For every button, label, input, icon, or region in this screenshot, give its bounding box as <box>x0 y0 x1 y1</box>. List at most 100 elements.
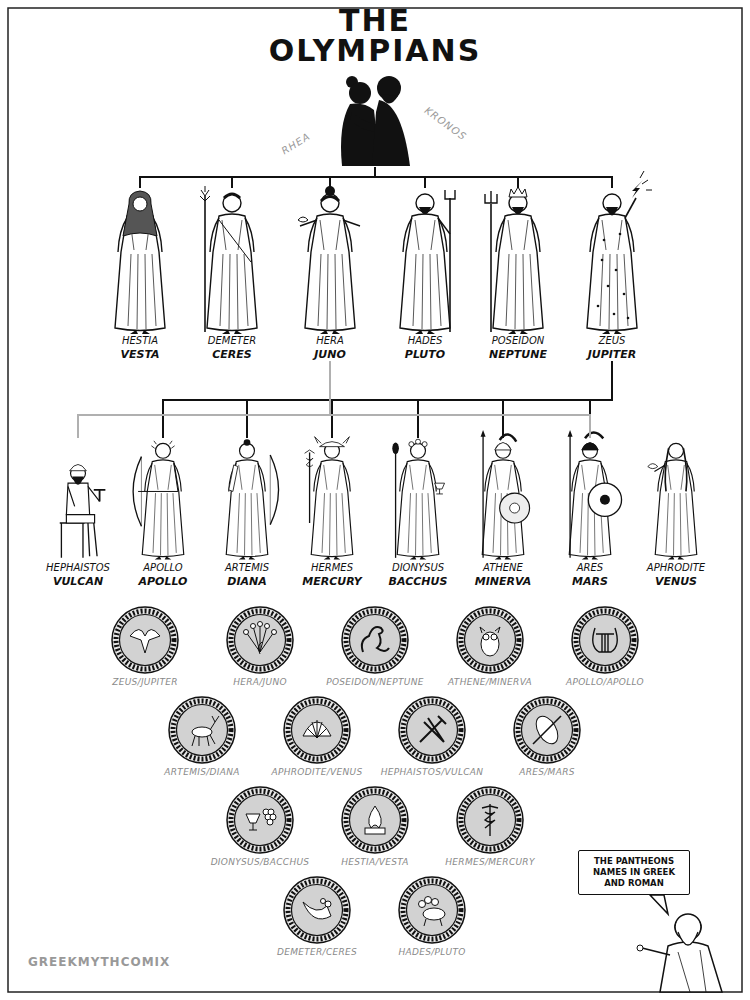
figure-space <box>473 188 563 335</box>
symbol-coin: HESTIA/VESTA <box>318 787 432 867</box>
figure-space <box>88 607 202 677</box>
figure-space <box>318 787 432 857</box>
family-line <box>78 361 330 438</box>
god-figure: HERMESMERCURY <box>290 438 374 588</box>
hera-figure <box>298 186 360 334</box>
figure-space <box>121 438 205 562</box>
god-name: MINERVA <box>461 575 545 589</box>
family-line <box>330 361 590 438</box>
family-line <box>418 361 612 438</box>
symbol-coin: HERMES/MERCURY <box>433 787 547 867</box>
symbol-coin: HEPHAISTOS/VULCAN <box>375 697 489 777</box>
demeter-figure <box>200 186 257 334</box>
coin-poseidon <box>342 607 408 673</box>
god-name: VENUS <box>634 575 718 589</box>
symbol-coin: DIONYSUS/BACCHUS <box>203 787 317 867</box>
figure-space <box>36 438 120 562</box>
hades-figure <box>400 190 455 334</box>
god-name: MARS <box>548 575 632 589</box>
symbol-coin: ARES/MARS <box>490 697 604 777</box>
symbol-coin: POSEIDON/NEPTUNE <box>318 607 432 687</box>
symbol-coin: APHRODITE/VENUS <box>260 697 374 777</box>
god-figure: HEPHAISTOSVULCAN <box>36 438 120 588</box>
coin-demeter <box>284 877 350 943</box>
figure-space <box>433 787 547 857</box>
figure-space <box>567 188 657 335</box>
family-line <box>232 167 375 188</box>
figure-space <box>634 438 718 562</box>
symbol-coin: DEMETER/CERES <box>260 877 374 957</box>
parent-pair: RHEA KRONOS <box>280 72 470 167</box>
title: THE OLYMPIANS <box>245 6 505 66</box>
figure-space <box>285 188 375 335</box>
god-name: ARES <box>548 562 632 575</box>
coin-hestia <box>342 787 408 853</box>
athene-figure <box>481 430 530 559</box>
coin-hephaistos <box>399 697 465 763</box>
god-name: HEPHAISTOS <box>36 562 120 575</box>
parent-name: KRONOS <box>422 105 468 143</box>
symbol-coin: HERA/JUNO <box>203 607 317 687</box>
speech-text: THE PANTHEONS NAMES IN GREEK AND ROMAN <box>584 856 684 889</box>
figure-space <box>205 438 289 562</box>
god-name: NEPTUNE <box>473 348 563 362</box>
ares-figure <box>568 430 622 559</box>
coin-label: HEPHAISTOS/VULCAN <box>375 767 489 777</box>
symbol-coin: ATHENE/MINERVA <box>433 607 547 687</box>
watermark: GREEKMYTHCOMIX <box>28 955 170 969</box>
family-line <box>375 167 612 188</box>
god-name: DEMETER <box>187 335 277 348</box>
god-figure: ATHENEMINERVA <box>461 438 545 588</box>
god-figure: HADESPLUTO <box>380 188 470 361</box>
god-name: DIANA <box>205 575 289 589</box>
frame <box>8 8 742 992</box>
apollo-figure <box>133 441 184 560</box>
coin-label: HERMES/MERCURY <box>433 857 547 867</box>
coin-label: HADES/PLUTO <box>375 947 489 957</box>
god-name: ZEUS <box>567 335 657 348</box>
poseidon-figure <box>485 187 543 334</box>
family-line <box>247 361 612 438</box>
dionysus-figure <box>392 439 444 559</box>
family-line <box>140 167 375 188</box>
coin-hermes <box>457 787 523 853</box>
coin-label: HESTIA/VESTA <box>318 857 432 867</box>
coin-ares <box>514 697 580 763</box>
god-name: PLUTO <box>380 348 470 362</box>
coin-dionysus <box>227 787 293 853</box>
god-figure: ARTEMISDIANA <box>205 438 289 588</box>
god-name: POSEIDON <box>473 335 563 348</box>
god-name: CERES <box>187 348 277 362</box>
speech-bubble: THE PANTHEONS NAMES IN GREEK AND ROMAN <box>578 850 690 895</box>
parent-name: RHEA <box>279 130 312 156</box>
coin-label: APHRODITE/VENUS <box>260 767 374 777</box>
hermes-figure <box>305 437 353 560</box>
figure-space <box>375 697 489 767</box>
coin-hades <box>399 877 465 943</box>
coin-label: DIONYSUS/BACCHUS <box>203 857 317 867</box>
family-line <box>163 361 612 438</box>
aphrodite-figure <box>648 443 697 559</box>
god-figure: APOLLOAPOLLO <box>121 438 205 588</box>
coin-label: POSEIDON/NEPTUNE <box>318 677 432 687</box>
family-line <box>330 167 375 188</box>
coin-athene <box>457 607 523 673</box>
coin-label: APOLLO/APOLLO <box>548 677 662 687</box>
god-name: VULCAN <box>36 575 120 589</box>
coin-label: ATHENE/MINERVA <box>433 677 547 687</box>
god-figure: ARESMARS <box>548 438 632 588</box>
figure-space <box>490 697 604 767</box>
hestia-figure <box>115 191 165 334</box>
figure-space <box>95 188 185 335</box>
god-name: VESTA <box>95 348 185 362</box>
figure-space <box>380 188 470 335</box>
symbol-coin: APOLLO/APOLLO <box>548 607 662 687</box>
god-figure: HERAJUNO <box>285 188 375 361</box>
family-line <box>590 361 612 438</box>
god-name: HADES <box>380 335 470 348</box>
god-name: HERA <box>285 335 375 348</box>
figure-space <box>260 877 374 947</box>
family-line <box>332 361 612 438</box>
god-name: APOLLO <box>121 575 205 589</box>
